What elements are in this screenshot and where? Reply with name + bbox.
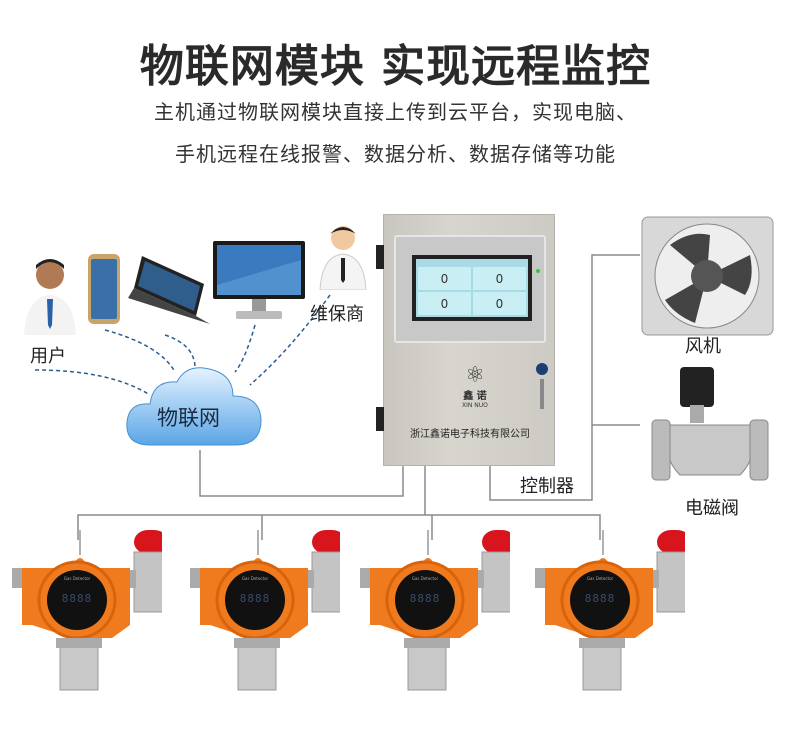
company-logo: ⚛ 鑫 诺 XIN NUO: [462, 363, 488, 410]
user-person-icon: [24, 259, 76, 335]
detector-display: 8888: [409, 592, 441, 605]
gas-detector-icon: [360, 530, 517, 691]
touch-panel: 0 0 0 0: [394, 235, 546, 343]
screen-channel-value: 0: [473, 292, 526, 315]
status-led: [536, 269, 540, 273]
gas-detector-icon: [190, 530, 347, 691]
gas-detector-icon: [535, 530, 692, 691]
gas-detector: 8888 Gas Detector: [190, 530, 347, 720]
solenoid-valve-icon: [651, 367, 769, 481]
cloud-label: 物联网: [157, 406, 220, 430]
company-name: 浙江鑫诺电子科技有限公司: [410, 429, 530, 440]
hinge: [376, 245, 384, 269]
hinge: [376, 407, 384, 431]
alarm-light-icon: [312, 530, 346, 554]
laptop-icon: [128, 256, 210, 324]
key-icon: [540, 379, 544, 409]
phone-icon: [88, 254, 120, 324]
screen-channel-value: 0: [473, 267, 526, 290]
detector-brand: Gas Detector: [586, 576, 614, 581]
gas-detector-icon: [12, 530, 169, 691]
detector-display: 8888: [584, 592, 616, 605]
subtitle-line-1: 主机通过物联网模块直接上传到云平台，实现电脑、: [154, 100, 637, 124]
user-label: 用户: [30, 346, 66, 367]
controller-label: 控制器: [520, 476, 574, 497]
detector-display: 8888: [239, 592, 271, 605]
screen-channel-value: 0: [418, 292, 471, 315]
maintainer-person-icon: [319, 226, 367, 290]
alarm-light-icon: [134, 530, 168, 554]
maintainer-label: 维保商: [310, 304, 364, 325]
alarm-light-icon: [482, 530, 516, 554]
screen-channel-value: 0: [418, 267, 471, 290]
touch-screen[interactable]: 0 0 0 0: [412, 255, 532, 321]
monitor-icon: [213, 241, 305, 319]
gas-detector: 8888 Gas Detector: [535, 530, 692, 720]
detector-brand: Gas Detector: [241, 576, 269, 581]
controller-cabinet: 0 0 0 0 ⚛ 鑫 诺 XIN NUO 浙江鑫诺电子科技有限公司: [376, 214, 555, 466]
page-title: 物联网模块 实现远程监控: [139, 41, 652, 92]
cloud-icon: [126, 367, 262, 446]
detector-brand: Gas Detector: [63, 576, 91, 581]
valve-label: 电磁阀: [685, 498, 739, 519]
fan-label: 风机: [685, 336, 721, 357]
fan-icon: [641, 216, 774, 336]
detector-display: 8888: [61, 592, 93, 605]
key-lock-icon[interactable]: [534, 361, 550, 377]
gas-detector: 8888 Gas Detector: [360, 530, 517, 720]
subtitle-line-2: 手机远程在线报警、数据分析、数据存储等功能: [175, 142, 616, 166]
alarm-light-icon: [657, 530, 691, 554]
detector-brand: Gas Detector: [411, 576, 439, 581]
gas-detector: 8888 Gas Detector: [12, 530, 169, 720]
